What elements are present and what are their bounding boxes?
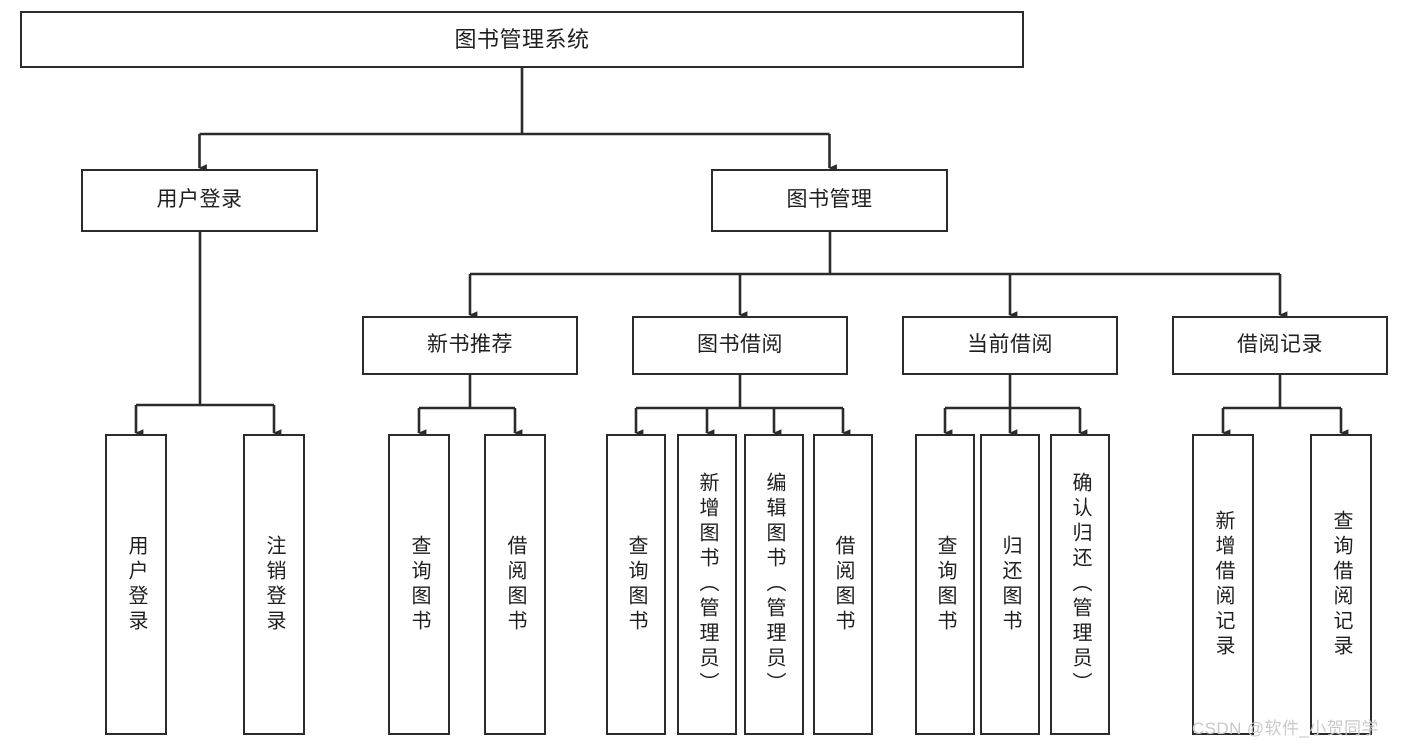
node-label: 图书管理系统 <box>454 26 590 52</box>
node-current-borrow: 当前借阅 <box>902 316 1118 375</box>
node-leaf-query-book-2: 查询图书 <box>606 434 666 735</box>
node-leaf-return-book: 归还图书 <box>980 434 1040 735</box>
node-label: 借阅图书 <box>504 534 526 635</box>
node-user-login: 用户登录 <box>81 169 318 232</box>
node-book-manage: 图书管理 <box>711 169 948 232</box>
node-leaf-edit-book: 编辑图书（管理员） <box>744 434 804 735</box>
node-root: 图书管理系统 <box>20 11 1024 68</box>
node-label: 归还图书 <box>999 534 1021 635</box>
node-label: 新增借阅记录 <box>1212 509 1234 660</box>
node-label: 图书借阅 <box>697 333 783 357</box>
node-leaf-borrow-book-1: 借阅图书 <box>484 434 546 735</box>
node-leaf-query-record: 查询借阅记录 <box>1310 434 1372 735</box>
node-borrow-record: 借阅记录 <box>1172 316 1388 375</box>
node-leaf-borrow-book-2: 借阅图书 <box>813 434 873 735</box>
node-leaf-confirm-return: 确认归还（管理员） <box>1050 434 1110 735</box>
node-label: 查询图书 <box>934 534 956 635</box>
node-leaf-add-book: 新增图书（管理员） <box>677 434 737 735</box>
node-new-book-recommend: 新书推荐 <box>362 316 578 375</box>
node-label: 查询借阅记录 <box>1330 509 1352 660</box>
node-leaf-user-logout: 注销登录 <box>243 434 305 735</box>
node-label: 当前借阅 <box>967 333 1053 357</box>
node-label: 用户登录 <box>125 534 147 635</box>
node-label: 查询图书 <box>408 534 430 635</box>
node-label: 注销登录 <box>263 534 285 635</box>
node-leaf-query-book-1: 查询图书 <box>388 434 450 735</box>
node-leaf-user-login: 用户登录 <box>105 434 167 735</box>
node-label: 借阅记录 <box>1237 333 1323 357</box>
node-leaf-query-book-3: 查询图书 <box>915 434 975 735</box>
csdn-watermark: CSDN @软件_小贺同学 <box>1192 719 1379 738</box>
node-book-borrow: 图书借阅 <box>632 316 848 375</box>
node-label: 借阅图书 <box>832 534 854 635</box>
node-leaf-add-record: 新增借阅记录 <box>1192 434 1254 735</box>
node-label: 查询图书 <box>625 534 647 635</box>
node-label: 图书管理 <box>786 188 873 212</box>
node-label: 新书推荐 <box>427 333 513 357</box>
node-label: 用户登录 <box>156 188 243 212</box>
node-label: 新增图书（管理员） <box>696 472 718 697</box>
node-label: 确认归还（管理员） <box>1069 472 1091 697</box>
node-label: 编辑图书（管理员） <box>763 472 785 697</box>
